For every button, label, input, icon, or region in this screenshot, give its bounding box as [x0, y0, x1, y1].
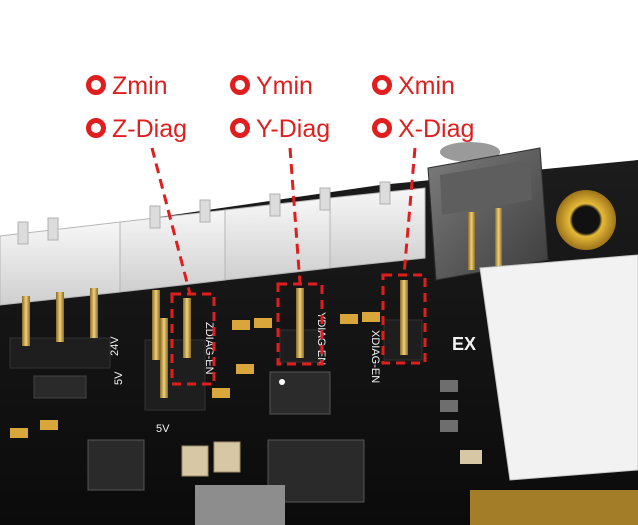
silk-24v: 24V [109, 336, 121, 356]
smd-resistor [254, 318, 272, 328]
connector-latch [149, 205, 161, 229]
red-ring-bullet-icon [86, 75, 106, 95]
z-leader-line [150, 147, 192, 295]
y-diag-header [279, 288, 321, 363]
red-ring-bullet-icon [372, 75, 392, 95]
x-leader-line [402, 147, 417, 276]
x-diag-highlight [381, 273, 427, 365]
smd-resistor [10, 428, 28, 438]
connector-latch [199, 199, 211, 223]
label-bullets [86, 75, 392, 138]
smd-resistor [440, 400, 458, 412]
connector-latch [269, 193, 281, 217]
header-pin [183, 298, 191, 358]
smd-resistor [440, 380, 458, 392]
silk-ex: EX [452, 334, 476, 354]
red-ring-bullet-icon [230, 75, 250, 95]
header-pin [22, 296, 30, 346]
connector-latch [47, 217, 59, 241]
x-diag-header [383, 280, 423, 361]
red-ring-bullet-icon [372, 118, 392, 138]
z-diag-header [144, 290, 206, 411]
left-pin-header [9, 288, 111, 369]
module-board [479, 254, 638, 481]
header-pin [468, 212, 475, 270]
connector-latch [319, 187, 331, 211]
ic-chip [33, 375, 87, 399]
ic-chip [269, 371, 331, 415]
header-pin [400, 280, 408, 355]
smd-resistor [236, 364, 254, 374]
smd-resistor [362, 312, 380, 322]
smd-resistor [232, 320, 250, 330]
smd-resistor [460, 450, 482, 464]
header-pin [90, 288, 98, 338]
grey-header-top [440, 160, 532, 215]
grey-block [195, 485, 285, 525]
smd-resistor [40, 420, 58, 430]
silk-zdiag-en: ZDIAG-EN [203, 322, 215, 375]
smd-resistor [340, 314, 358, 324]
label-ymin: Ymin [256, 72, 313, 100]
y-leader-line [288, 147, 302, 285]
silk-5v: 5V [113, 371, 125, 385]
capacitor [181, 445, 209, 477]
smd-resistor [212, 388, 230, 398]
label-xdiag: X-Diag [398, 115, 474, 143]
connector-latch [379, 181, 391, 205]
red-ring-bullet-icon [86, 118, 106, 138]
edge-pads [470, 490, 638, 525]
label-zdiag: Z-Diag [112, 115, 187, 143]
connector-housing [329, 187, 426, 269]
connector-latch [17, 221, 29, 245]
smd-resistor [440, 420, 458, 432]
label-xmin: Xmin [398, 72, 455, 100]
leader-lines [150, 147, 417, 295]
connector-row [0, 181, 426, 306]
ic-chip [87, 439, 145, 491]
header-pin [495, 208, 502, 266]
capacitor [213, 441, 241, 473]
mounting-hole [556, 190, 616, 250]
switch-cap [440, 142, 500, 162]
silk-5v: 5V [156, 423, 170, 435]
grey-header [427, 142, 549, 281]
pin1-marker [279, 379, 285, 385]
components [10, 312, 638, 525]
header-pin [152, 290, 160, 360]
header-pin [296, 288, 304, 358]
header-pin [56, 292, 64, 342]
z-diag-highlight [170, 292, 216, 386]
silk-xdiag-en: XDIAG-EN [369, 330, 381, 383]
header-pin [160, 318, 168, 398]
red-ring-bullet-icon [230, 118, 250, 138]
label-ydiag: Y-Diag [256, 115, 330, 143]
label-zmin: Zmin [112, 72, 168, 100]
